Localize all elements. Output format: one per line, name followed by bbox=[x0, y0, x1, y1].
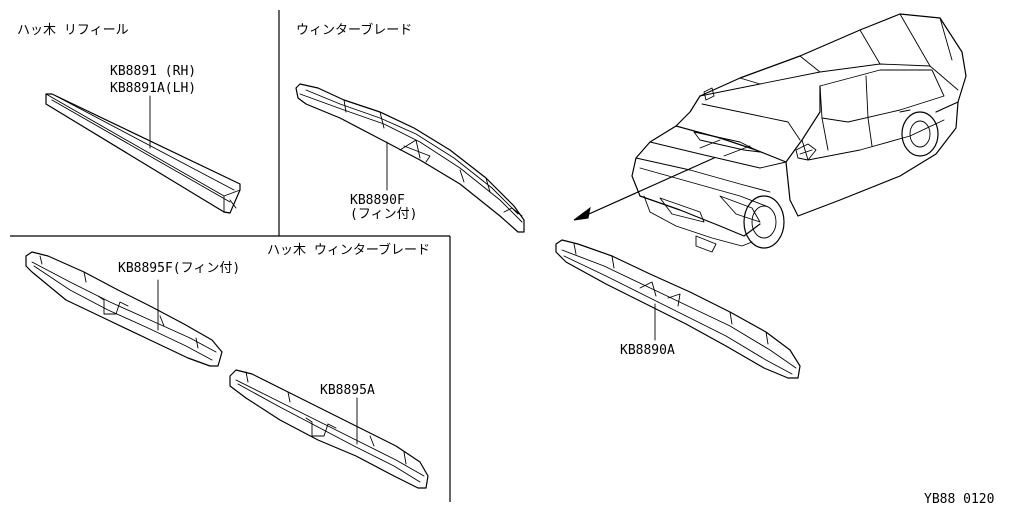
winter-blade-plain-drawing bbox=[555, 239, 801, 379]
section-title-refill: ハッ木 リフィール bbox=[17, 23, 129, 38]
label-rear-plain: KB8895A bbox=[320, 383, 375, 398]
section-title-rear-winter-blade: ハッ木 ウィンターブレード bbox=[267, 242, 430, 258]
section-title-winter-blade: ウィンターブレード bbox=[296, 22, 412, 38]
section-dividers bbox=[10, 10, 451, 502]
rear-blade-fin-drawing bbox=[25, 251, 223, 367]
refill-strip-drawing bbox=[45, 93, 241, 214]
label-winter-fin: KB8890F bbox=[350, 193, 405, 208]
label-rear-fin: KB8895F(フィン付) bbox=[118, 261, 240, 276]
winter-blade-fin-drawing bbox=[295, 83, 525, 233]
diagram-code: YB88 0120 bbox=[924, 492, 994, 507]
label-winter-fin-note: (フィン付) bbox=[350, 207, 417, 222]
rear-blade-plain-drawing bbox=[229, 369, 429, 489]
vehicle-drawing bbox=[631, 13, 967, 253]
leader-arrow bbox=[573, 157, 715, 221]
label-refill-rh: KB8891 (RH) bbox=[110, 64, 196, 79]
label-winter-plain: KB8890A bbox=[620, 343, 675, 358]
label-refill-lh: KB8891A(LH) bbox=[110, 81, 196, 96]
